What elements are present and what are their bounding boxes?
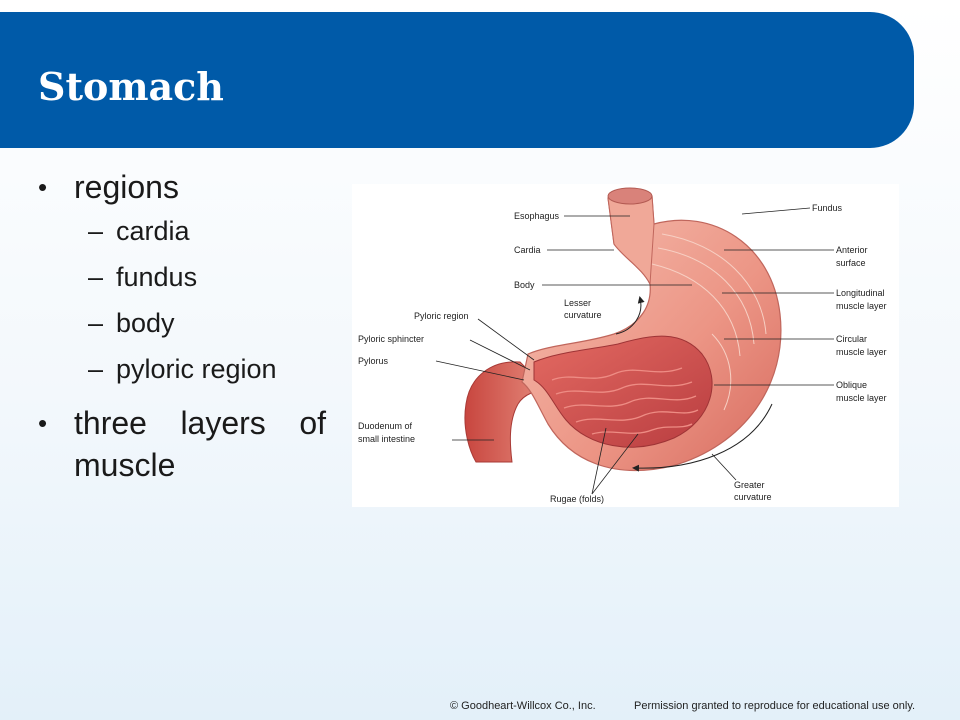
stomach-diagram: Esophagus Cardia Body Lesser curvature P… bbox=[352, 184, 899, 507]
label-esophagus: Esophagus bbox=[514, 211, 560, 221]
label-circular-2: muscle layer bbox=[836, 347, 887, 357]
label-pyloric-sphincter: Pyloric sphincter bbox=[358, 334, 424, 344]
bullet-marker: • bbox=[38, 172, 48, 202]
muscle-layer-bands bbox=[651, 233, 767, 411]
sub-item-text: cardia bbox=[116, 216, 190, 246]
label-longitudinal-2: muscle layer bbox=[836, 301, 887, 311]
rugae-folds bbox=[551, 367, 699, 435]
bullet-text: regions bbox=[74, 169, 179, 205]
esophagus-opening bbox=[607, 187, 653, 205]
label-lesser-curvature-1: Lesser bbox=[564, 298, 591, 308]
label-greater-curvature-2: curvature bbox=[734, 492, 772, 502]
dash-marker: – bbox=[88, 216, 104, 246]
label-cardia: Cardia bbox=[514, 245, 541, 255]
dash-marker: – bbox=[88, 262, 104, 292]
bullet-regions: • regions bbox=[36, 166, 326, 208]
dash-marker: – bbox=[88, 354, 104, 384]
sub-item-pyloric-region: – pyloric region bbox=[36, 346, 326, 392]
label-anterior-surface-2: surface bbox=[836, 258, 866, 268]
label-longitudinal-1: Longitudinal bbox=[836, 288, 885, 298]
label-body: Body bbox=[514, 280, 535, 290]
lesser-curvature-arrow bbox=[615, 296, 645, 335]
sub-item-text: body bbox=[116, 308, 175, 338]
leader-lines bbox=[435, 207, 834, 495]
bullet-marker: • bbox=[38, 408, 48, 438]
label-pylorus: Pylorus bbox=[358, 356, 389, 366]
title-bar: Stomach bbox=[0, 12, 914, 148]
sub-item-fundus: – fundus bbox=[36, 254, 326, 300]
sub-item-text: pyloric region bbox=[116, 354, 277, 384]
stomach-illustration: Esophagus Cardia Body Lesser curvature P… bbox=[358, 187, 887, 504]
esophagus-shape bbox=[607, 190, 655, 286]
slide-title: Stomach bbox=[38, 64, 224, 109]
label-duodenum-2: small intestine bbox=[358, 434, 415, 444]
label-pyloric-region: Pyloric region bbox=[414, 311, 469, 321]
footer-permission: Permission granted to reproduce for educ… bbox=[634, 700, 916, 712]
label-anterior-surface-1: Anterior bbox=[836, 245, 868, 255]
sub-item-text: fundus bbox=[116, 262, 198, 292]
label-oblique-2: muscle layer bbox=[836, 393, 887, 403]
sub-item-cardia: – cardia bbox=[36, 208, 326, 254]
sub-item-body: – body bbox=[36, 300, 326, 346]
label-oblique-1: Oblique bbox=[836, 380, 867, 390]
label-fundus: Fundus bbox=[812, 203, 843, 213]
bullet-text: three layers of muscle bbox=[74, 405, 326, 483]
label-rugae: Rugae (folds) bbox=[550, 494, 604, 504]
bullet-muscle-layers: • three layers of muscle bbox=[36, 402, 326, 486]
footer-copyright: © Goodheart-Willcox Co., Inc. bbox=[450, 700, 596, 712]
label-circular-1: Circular bbox=[836, 334, 867, 344]
label-greater-curvature-1: Greater bbox=[734, 480, 765, 490]
greater-curvature-arrow bbox=[632, 403, 773, 472]
dash-marker: – bbox=[88, 308, 104, 338]
bullet-list: • regions – cardia – fundus – body – pyl… bbox=[36, 166, 326, 486]
label-duodenum-1: Duodenum of bbox=[358, 421, 413, 431]
stomach-inner-lining bbox=[533, 335, 713, 448]
label-lesser-curvature-2: curvature bbox=[564, 310, 602, 320]
